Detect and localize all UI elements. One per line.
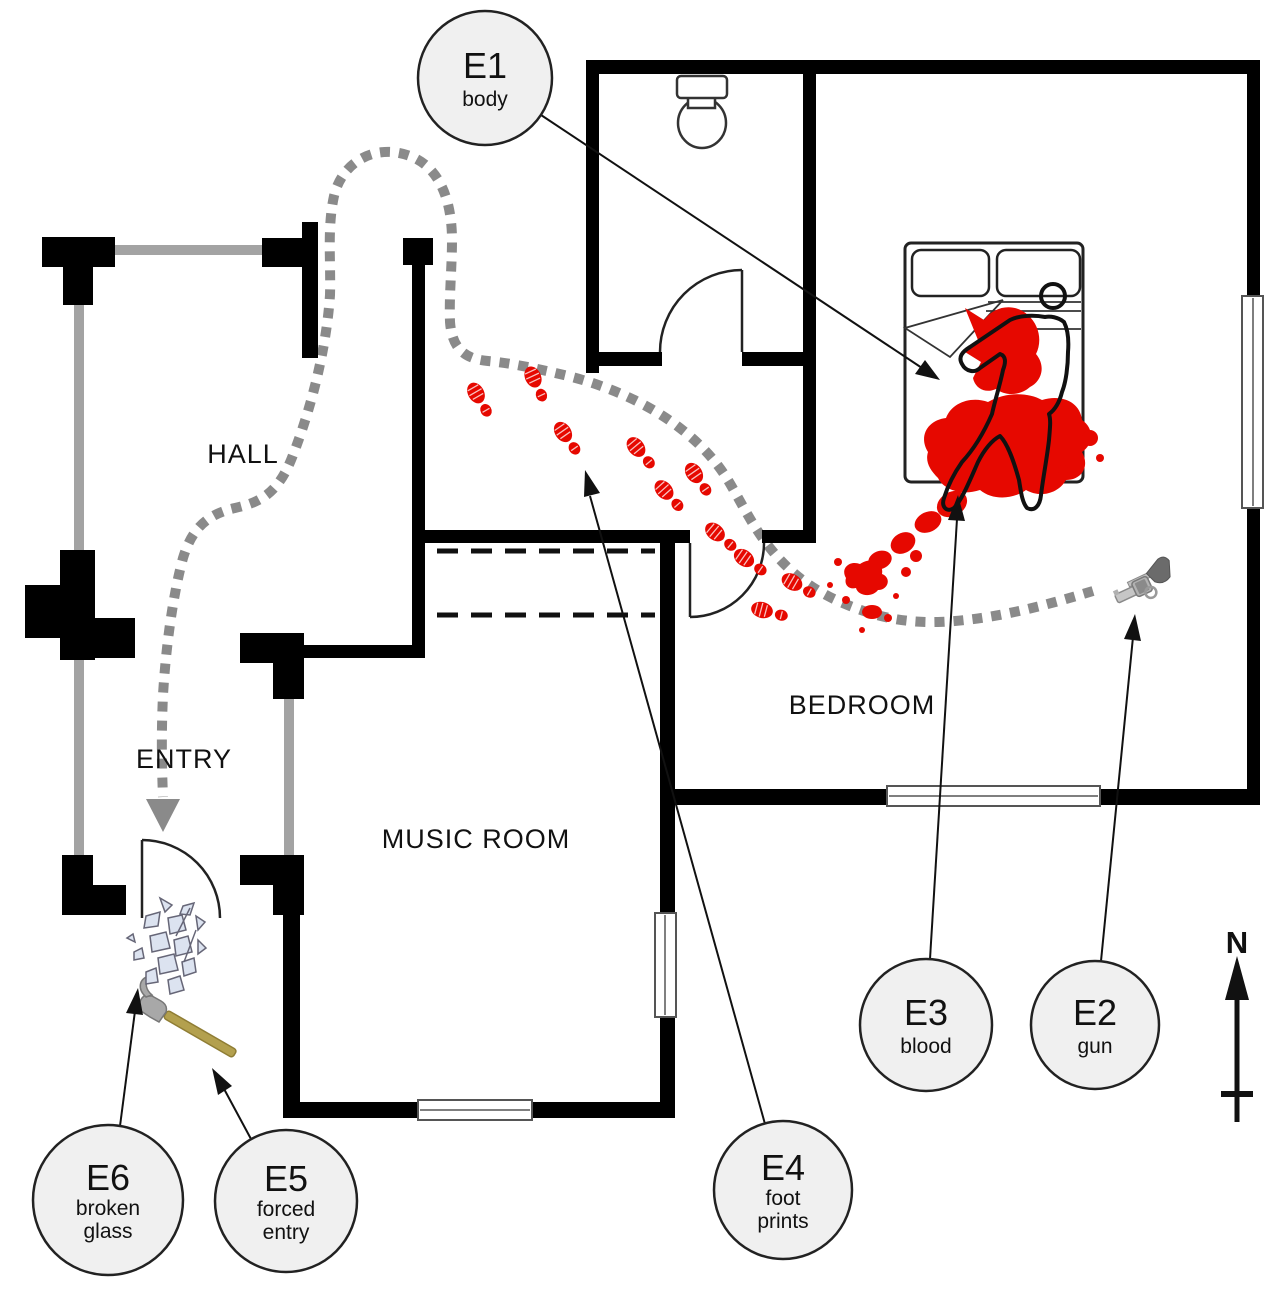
footprints [462,362,820,626]
music-room-bottom-window [417,1099,533,1121]
doors [140,268,766,919]
pointer-e3-blood [929,495,965,960]
pointer-e1-body [540,114,940,380]
bathroom-door [658,268,744,353]
evidence-id: E3 [904,992,948,1033]
north-label: N [1226,925,1248,960]
evidence-id: E4 [761,1147,805,1188]
room-label-music-room: MUSIC ROOM [382,824,571,854]
evidence-label: body [462,88,508,111]
evidence-label: broken [76,1197,140,1220]
toilet-icon [675,74,729,150]
pillow [995,248,1082,298]
evidence-marker-e1: E1 body [416,9,554,147]
evidence-pointers [119,114,1141,1140]
evidence-label: glass [83,1220,132,1243]
evidence-label: forced [257,1198,315,1221]
hammer-icon [138,974,237,1058]
bedroom-door [688,542,766,619]
pillow [910,248,991,298]
evidence-id: E6 [86,1157,130,1198]
evidence-label: foot [765,1187,800,1210]
suspect-trail [146,146,1095,832]
evidence-label: prints [757,1210,808,1233]
evidence-marker-e5: E5 forced entry [213,1128,359,1274]
bedroom-right-window [1241,295,1264,509]
glass-shards-icon [125,896,208,995]
pointer-e4-footprints [584,470,766,1125]
bedroom-bottom-window [886,785,1101,807]
room-label-bedroom: BEDROOM [789,690,936,720]
evidence-id: E2 [1073,992,1117,1033]
entry-door [140,838,222,919]
music-room-right-window [654,912,677,1018]
walls [283,60,1260,1118]
evidence-label: blood [900,1035,951,1058]
north-arrow-icon [1221,956,1253,1122]
room-label-hall: HALL [207,439,279,469]
body-outline-icon [941,282,1071,512]
evidence-marker-e4: E4 foot prints [712,1119,854,1261]
pointer-e6-broken-glass [119,988,143,1127]
evidence-marker-e2: E2 gun [1029,959,1161,1091]
room-label-entry: ENTRY [136,744,232,774]
evidence-marker-e3: E3 blood [858,957,994,1093]
north-compass: N [1221,925,1253,1122]
evidence-id: E1 [463,45,507,86]
evidence-label: entry [263,1221,310,1244]
evidence-label: gun [1077,1035,1112,1058]
hall-entry-walls [25,222,318,915]
evidence-marker-e6: E6 broken glass [31,1123,185,1277]
entry-direction-arrow-icon [146,799,180,832]
evidence-id: E5 [264,1158,308,1199]
dashed-opening-lines [437,548,655,618]
gun-icon [1112,556,1171,604]
pointer-e5-forced-entry [212,1068,252,1140]
pointer-e2-gun [1100,614,1141,962]
